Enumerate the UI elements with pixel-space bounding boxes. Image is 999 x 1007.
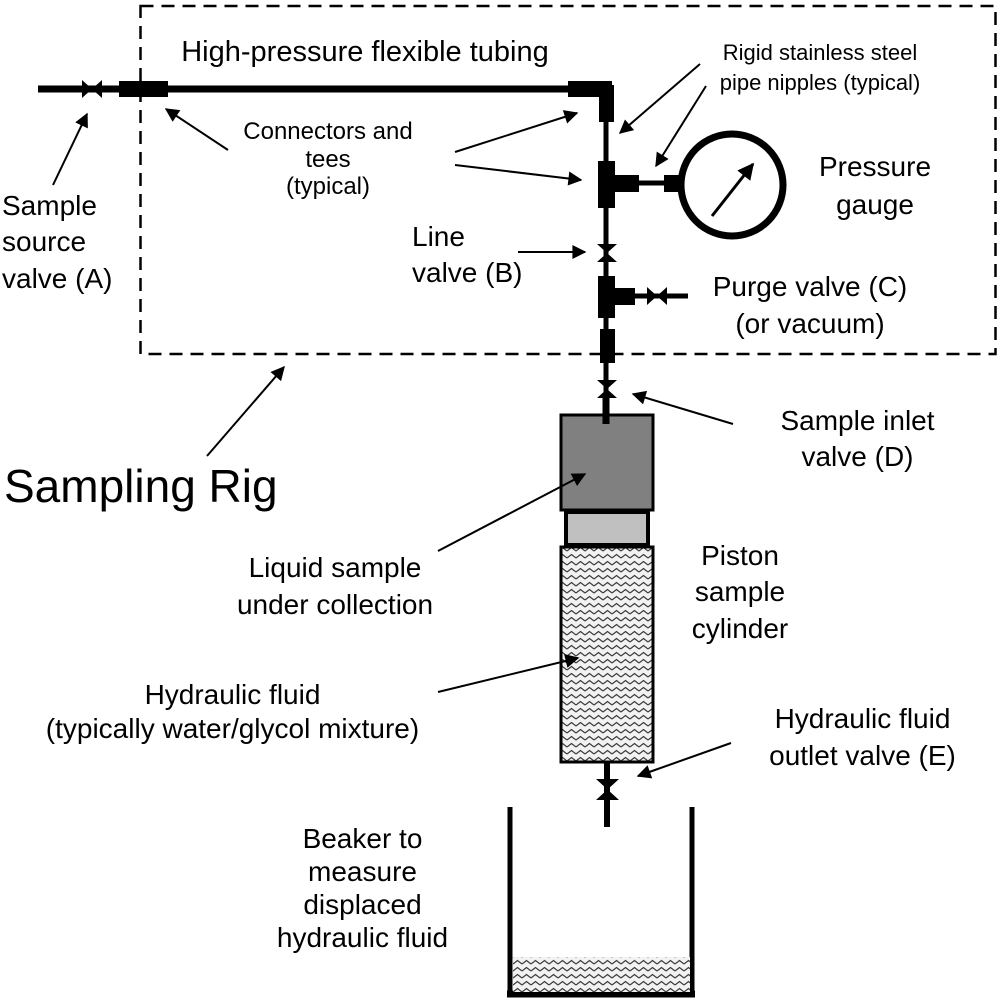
label-connectors-tees: Connectors and tees (typical) [243, 118, 413, 201]
tee-gauge [598, 161, 615, 208]
pressure-gauge-needle [710, 162, 755, 217]
label-outlet-valve-e: Hydraulic fluid outlet valve (E) [769, 703, 956, 772]
label-liquid-sample: Liquid sample under collection [236, 552, 434, 621]
nipple-purge [613, 288, 635, 305]
label-beaker: Beaker to measure displaced hydraulic fl… [276, 823, 449, 954]
pressure-gauge-dial [677, 130, 787, 240]
label-piston-cylinder: Piston sample cylinder [691, 540, 789, 644]
arrow-sampling-rig [206, 365, 285, 457]
arrow-nipple-upper [618, 63, 701, 134]
valve-a-symbol [82, 80, 102, 98]
label-purge-valve-c: Purge valve (C) (or vacuum) [712, 271, 908, 340]
beaker-fluid [513, 957, 690, 992]
cylinder-piston [564, 510, 650, 547]
arrow-sample-inlet [631, 390, 734, 425]
label-sample-inlet-valve-d: Sample inlet valve (D) [780, 405, 935, 473]
arrow-connectors-tee [454, 164, 583, 186]
arrow-sample-source [52, 112, 88, 186]
tee-purge [598, 276, 615, 318]
label-sample-source-valve-a: Sample source valve (A) [2, 190, 113, 294]
valve-e-symbol [596, 779, 619, 800]
valve-c-symbol [647, 287, 667, 305]
diagram-title: Sampling Rig [4, 460, 278, 512]
arrow-connectors-corner [454, 110, 579, 153]
sampling-rig-boundary [139, 4, 997, 356]
label-pipe-nipples: Rigid stainless steel pipe nipples (typi… [719, 40, 921, 95]
arrow-hydraulic-fluid [437, 654, 580, 693]
valve-d-symbol [597, 380, 617, 398]
cylinder-liquid-sample [559, 413, 655, 512]
connector-left [119, 81, 168, 97]
label-high-pressure-tubing: High-pressure flexible tubing [181, 36, 549, 68]
connector-lower [600, 329, 615, 363]
arrow-connectors-left [164, 108, 229, 151]
arrow-nipple-lower [655, 85, 707, 168]
label-line-valve-b: Line valve (B) [412, 221, 523, 289]
arrow-outlet-valve [636, 742, 732, 779]
cylinder-hydraulic-fluid [559, 545, 655, 764]
arrow-liquid-sample [437, 473, 587, 552]
label-pressure-gauge: Pressure gauge [818, 151, 932, 220]
valve-b-symbol [597, 244, 617, 262]
label-hydraulic-fluid: Hydraulic fluid (typically water/glycol … [45, 679, 420, 745]
